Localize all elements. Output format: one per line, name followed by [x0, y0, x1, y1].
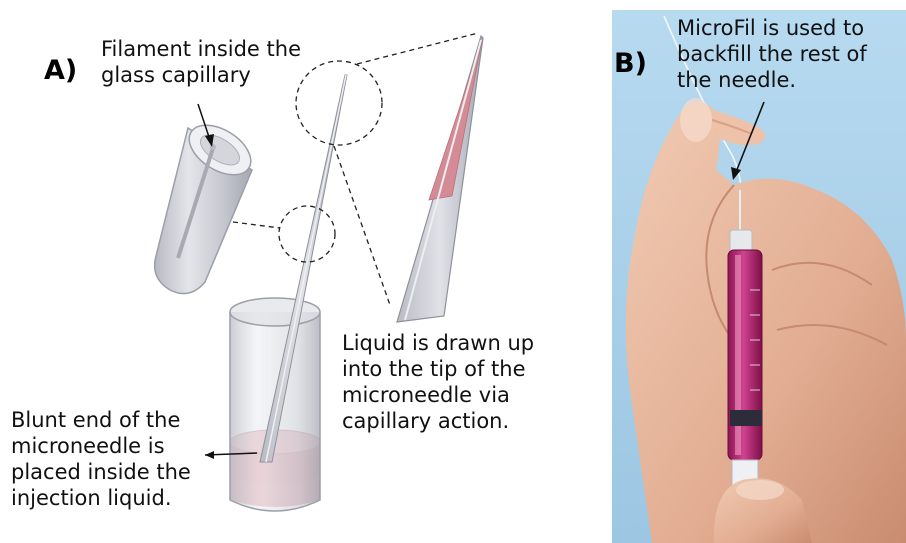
blunt-end-caption-line: injection liquid. [11, 485, 191, 511]
liquid-drawn-caption-line: Liquid is drawn up [342, 330, 534, 356]
panel-b-label: B) [614, 50, 647, 77]
filament-caption-line: glass capillary [101, 62, 301, 88]
liquid-drawn-caption-line: microneedle via [342, 382, 534, 408]
microfil-caption-line: MicroFil is used to [677, 15, 867, 41]
microfil-caption: MicroFil is used to backfill the rest of… [677, 15, 867, 93]
filament-caption: Filament inside the glass capillary [101, 36, 301, 88]
microfil-caption-line: backfill the rest of [677, 41, 867, 67]
filament-caption-line: Filament inside the [101, 36, 301, 62]
blunt-end-caption: Blunt end of the microneedle is placed i… [11, 407, 191, 511]
blunt-end-caption-line: microneedle is [11, 433, 191, 459]
microfil-caption-line: the needle. [677, 67, 867, 93]
capillary-cutaway [155, 115, 260, 294]
liquid-drawn-caption-line: capillary action. [342, 408, 534, 434]
liquid-drawn-caption-line: into the tip of the [342, 356, 534, 382]
panel-a-label: A) [44, 57, 77, 84]
zoomed-tip [397, 36, 483, 322]
liquid-drawn-caption: Liquid is drawn up into the tip of the m… [342, 330, 534, 434]
blunt-end-caption-line: Blunt end of the [11, 407, 191, 433]
blunt-end-caption-line: placed inside the [11, 459, 191, 485]
